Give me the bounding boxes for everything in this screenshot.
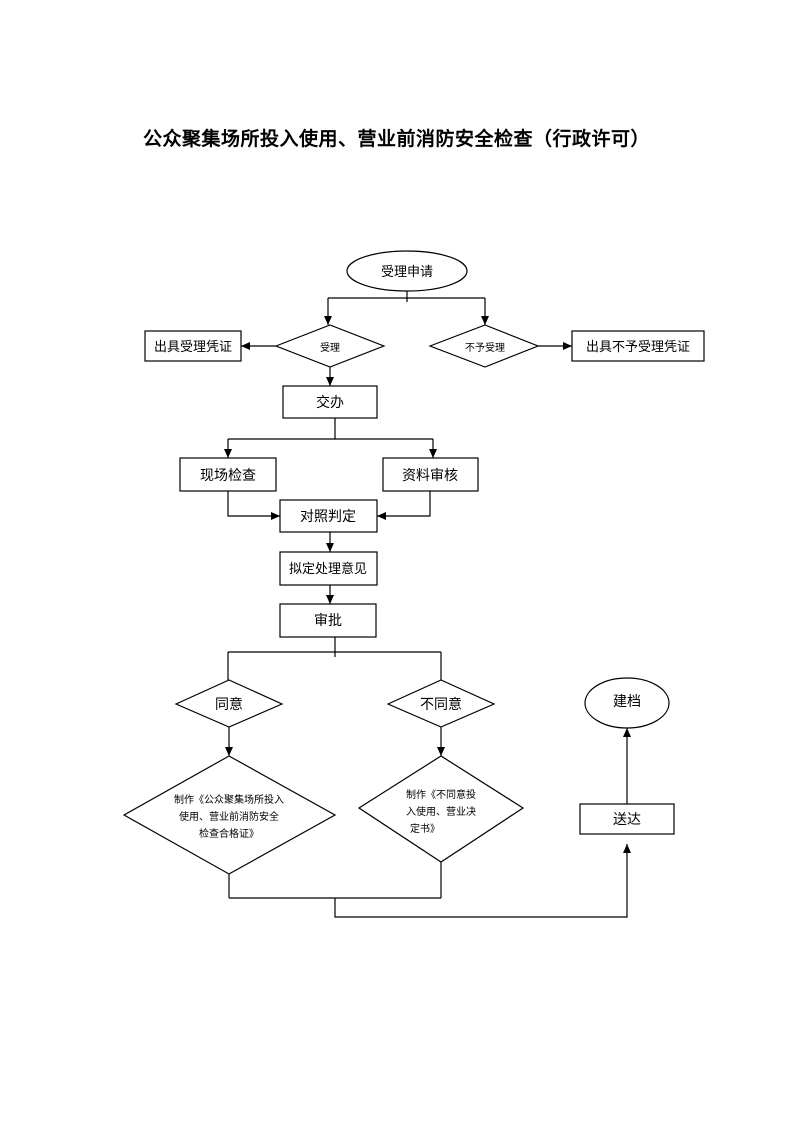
label-agree: 同意 xyxy=(215,696,243,713)
label-assign: 交办 xyxy=(316,394,344,411)
node-make-agree xyxy=(122,755,337,875)
label-make-agree-1: 制作《公众聚集场所投入 xyxy=(174,793,284,806)
label-make-agree-3: 检查合格证》 xyxy=(199,827,259,840)
node-start xyxy=(346,250,468,292)
node-assign xyxy=(282,385,378,419)
node-accept-cert xyxy=(144,330,242,362)
label-draft: 拟定处理意见 xyxy=(289,561,367,577)
node-reject-cert xyxy=(571,330,705,362)
label-disagree: 不同意 xyxy=(420,696,462,713)
label-reject-cert: 出具不予受理凭证 xyxy=(586,340,690,355)
node-doc-review xyxy=(382,457,479,492)
label-doc-review: 资料审核 xyxy=(402,468,458,484)
node-disagree xyxy=(386,679,496,728)
arrow-site-to-judge xyxy=(227,491,280,520)
node-draft xyxy=(279,551,378,586)
node-site-check xyxy=(179,457,277,492)
node-judge xyxy=(279,499,378,533)
label-make-disagree-1: 制作《不同意投 xyxy=(406,788,476,801)
label-make-agree-2: 使用、营业前消防安全 xyxy=(179,810,279,823)
label-judge: 对照判定 xyxy=(300,509,356,525)
label-make-disagree-2: 入使用、营业决 xyxy=(406,805,476,818)
label-accept-cert: 出具受理凭证 xyxy=(154,340,232,355)
page-title: 公众聚集场所投入使用、营业前消防安全检查（行政许可） xyxy=(142,128,650,150)
labels: 受理申请 受理 不予受理 出具受理凭证 出具不予受理凭证 交办 现场检查 资料审… xyxy=(154,265,690,840)
node-reject xyxy=(428,324,540,368)
label-site-check: 现场检查 xyxy=(200,468,256,484)
node-agree xyxy=(174,679,284,728)
label-approve: 审批 xyxy=(314,613,342,629)
node-deliver xyxy=(579,803,675,835)
label-start: 受理申请 xyxy=(381,265,433,280)
node-make-disagree xyxy=(357,755,525,863)
arrow-to-deliver xyxy=(334,844,631,918)
shapes xyxy=(122,250,705,875)
label-make-disagree-3: 定书》 xyxy=(410,822,440,835)
node-approve xyxy=(279,603,377,638)
node-accept xyxy=(274,324,386,368)
label-archive: 建档 xyxy=(613,694,641,710)
node-archive xyxy=(584,677,670,729)
arrow-doc-to-judge xyxy=(377,491,431,520)
label-accept: 受理 xyxy=(320,342,340,354)
label-reject: 不予受理 xyxy=(465,342,505,354)
connectors xyxy=(224,290,631,918)
label-deliver: 送达 xyxy=(613,812,641,828)
